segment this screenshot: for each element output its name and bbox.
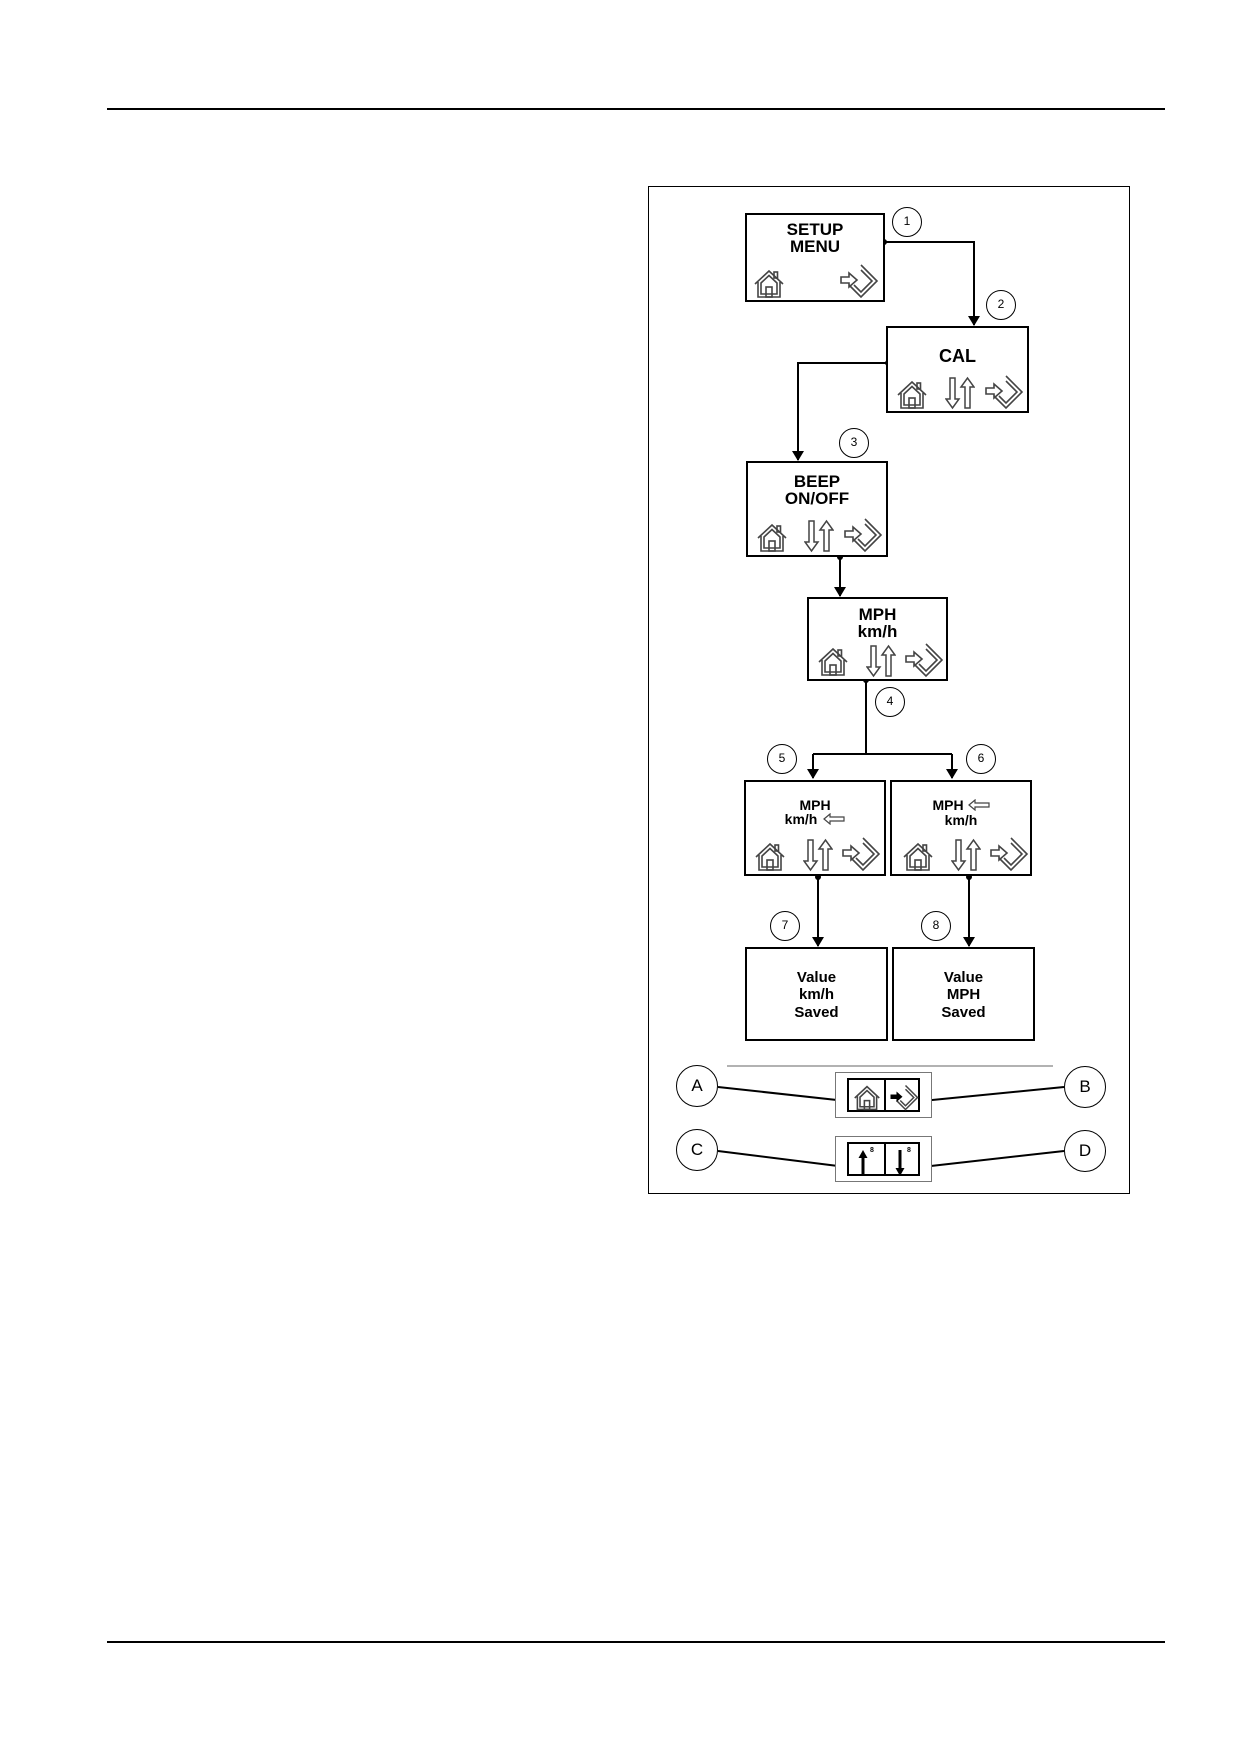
- enter-icon: [889, 1083, 919, 1112]
- saved-mph-line2: MPH: [946, 986, 981, 1004]
- step-number-3: 3: [839, 428, 869, 458]
- down-key-mark: 8: [907, 1147, 911, 1154]
- mph-select-line2: km/h: [944, 812, 978, 829]
- home-icon: [817, 647, 849, 677]
- setup-menu-screen: SETUP MENU: [745, 213, 885, 302]
- cal-screen: CAL: [886, 326, 1029, 413]
- home-icon: [754, 842, 786, 872]
- enter-icon: [984, 374, 1024, 410]
- step-number-8: 8: [921, 911, 951, 941]
- step-number-1: 1: [892, 207, 922, 237]
- callout-a: A: [676, 1065, 718, 1107]
- home-icon: [753, 269, 785, 299]
- kmh-select-screen: MPH km/h: [744, 780, 886, 876]
- mph-select-screen: MPH km/h: [890, 780, 1032, 876]
- footer-rule: [107, 1641, 1165, 1643]
- units-line1: MPH: [858, 605, 897, 624]
- units-line2: km/h: [857, 622, 898, 642]
- step-number-6: 6: [966, 744, 996, 774]
- callout-b: B: [1064, 1066, 1106, 1108]
- step-number-4: 4: [875, 687, 905, 717]
- up-key-mark: 8: [870, 1147, 874, 1154]
- up-arrow-icon: [858, 1149, 868, 1177]
- step-number-7: 7: [770, 911, 800, 941]
- up-down-arrows-icon: [945, 376, 975, 410]
- callout-d: D: [1064, 1130, 1106, 1172]
- enter-icon: [839, 263, 879, 299]
- saved-kmh-line3: Saved: [794, 1003, 839, 1021]
- diagram-panel: [648, 186, 1130, 1194]
- home-icon: [853, 1084, 881, 1112]
- down-arrow-icon: [895, 1149, 905, 1177]
- mph-select-line1: MPH: [892, 798, 1030, 813]
- saved-mph-line1: Value: [943, 969, 984, 986]
- up-down-arrows-icon: [866, 644, 896, 678]
- saved-kmh-screen: Value km/h Saved: [745, 947, 888, 1041]
- up-down-arrows-icon: [803, 838, 833, 872]
- header-rule: [107, 108, 1165, 110]
- callout-c: C: [676, 1129, 718, 1171]
- enter-icon: [989, 836, 1029, 872]
- home-icon: [756, 523, 788, 553]
- kmh-select-line1: MPH: [799, 797, 831, 813]
- kmh-select-line2: km/h: [746, 812, 884, 827]
- beep-line2: ON/OFF: [784, 489, 850, 509]
- saved-kmh-line2: km/h: [798, 986, 834, 1004]
- units-screen: MPH km/h: [807, 597, 948, 681]
- home-icon: [902, 842, 934, 872]
- saved-mph-screen: Value MPH Saved: [892, 947, 1035, 1041]
- up-down-arrows-icon: [804, 519, 834, 553]
- cal-label: CAL: [939, 346, 976, 366]
- enter-icon: [843, 517, 883, 553]
- home-icon: [896, 380, 928, 410]
- beep-screen: BEEP ON/OFF: [746, 461, 888, 557]
- setup-line2: MENU: [789, 237, 841, 257]
- step-number-5: 5: [767, 744, 797, 774]
- selector-arrow-icon: [823, 813, 845, 827]
- up-down-keypad: 8 8: [835, 1136, 932, 1182]
- beep-line1: BEEP: [793, 472, 841, 491]
- up-down-arrows-icon: [951, 838, 981, 872]
- setup-line1: SETUP: [786, 220, 844, 239]
- saved-kmh-line1: Value: [796, 969, 837, 986]
- selector-arrow-icon: [967, 798, 990, 813]
- enter-icon: [841, 836, 881, 872]
- enter-icon: [904, 642, 944, 678]
- saved-mph-line3: Saved: [941, 1003, 986, 1021]
- home-enter-keypad: [835, 1072, 932, 1118]
- step-number-2: 2: [986, 290, 1016, 320]
